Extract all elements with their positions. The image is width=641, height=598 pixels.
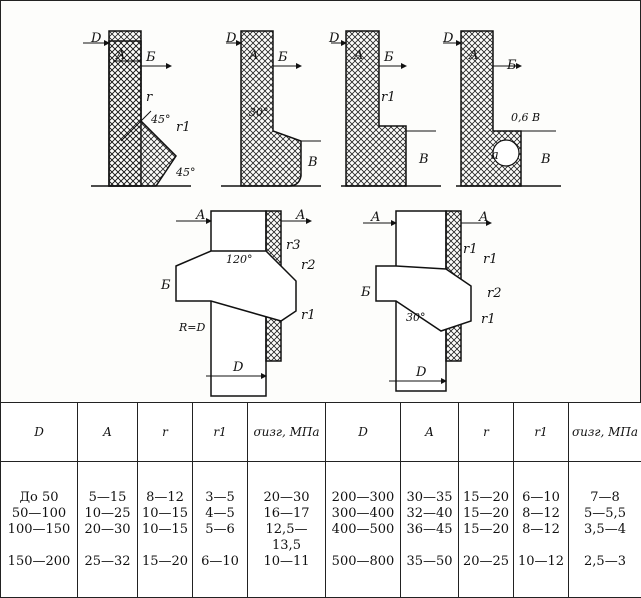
label-B: Б [506, 58, 517, 73]
header-r: r [137, 402, 193, 462]
cell-r1-right: 6—10 8—12 8—12 10—12 [513, 461, 569, 598]
header-D: D [0, 402, 78, 462]
label-A-left: A [370, 210, 380, 225]
figure-2: D A Б 30° В [221, 30, 321, 187]
label-V: В [540, 152, 551, 167]
label-r1: r1 [176, 120, 191, 135]
header-A: A [400, 402, 459, 462]
label-B: Б [277, 50, 288, 65]
label-A-right: A [295, 208, 305, 223]
dimensions-table: D A r r1 σизг, МПа D A r r1 σизг, МПа До… [0, 402, 641, 598]
label-A: A [248, 48, 258, 63]
label-30: 30° [249, 106, 269, 119]
label-V: В [307, 155, 318, 170]
label-V: В [418, 152, 429, 167]
figure-5: A A 120° r3 r2 r1 Б R=D D [160, 208, 316, 397]
cell-A-left: 5—15 10—25 20—30 25—32 [77, 461, 138, 598]
figure-4: D A Б 0,6 B a В [442, 30, 561, 187]
figure-3: D A Б r1 В [328, 30, 441, 187]
label-B: Б [360, 285, 371, 300]
cell-stress-right: 7—8 5—5,5 3,5—4 2,5—3 [568, 461, 641, 598]
header-stress: σизг, МПа [247, 402, 326, 462]
cell-r1-left: 3—5 4—5 5—6 6—10 [192, 461, 248, 598]
label-D: D [225, 31, 237, 46]
label-D: D [328, 31, 340, 46]
header-r1: r1 [513, 402, 569, 462]
label-D: D [415, 365, 427, 380]
label-A-right: A [478, 210, 488, 225]
label-30: 30° [406, 311, 426, 324]
header-stress: σизг, МПа [568, 402, 641, 462]
label-B: Б [160, 278, 171, 293]
cell-D-left: До 50 50—100 100—150 150—200 [0, 461, 78, 598]
label-A: A [115, 48, 125, 63]
label-A-left: A [195, 208, 205, 223]
label-r1: r1 [301, 308, 316, 323]
label-R-eq-D: R=D [178, 321, 205, 334]
label-45: 45° [150, 113, 171, 126]
label-B: Б [145, 50, 156, 65]
label-r1: r1 [381, 90, 396, 105]
figure-1: D A Б r 45° r1 45° [83, 30, 196, 187]
label-r1: r1 [463, 242, 478, 257]
label-r3: r3 [286, 238, 301, 253]
label-a: a [491, 148, 499, 163]
table-body-row: До 50 50—100 100—150 150—200 5—15 10—25 … [0, 461, 641, 598]
label-r2: r2 [487, 286, 502, 301]
header-D: D [325, 402, 401, 462]
table-header-row: D A r r1 σизг, МПа D A r r1 σизг, МПа [0, 402, 641, 462]
header-r: r [458, 402, 514, 462]
label-r: r [146, 90, 153, 105]
label-B: Б [383, 50, 394, 65]
label-45b: 45° [175, 166, 196, 179]
cell-r-left: 8—12 10—15 10—15 15—20 [137, 461, 193, 598]
label-D: D [442, 31, 454, 46]
label-r2: r2 [301, 258, 316, 273]
label-r1b: r1 [483, 252, 498, 267]
header-A: A [77, 402, 138, 462]
label-A: A [353, 48, 363, 63]
figure-area: D A Б r 45° r1 45° D A Б 30° В [0, 0, 641, 403]
label-r1c: r1 [481, 312, 496, 327]
label-A: A [468, 48, 478, 63]
cell-r-right: 15—20 15—20 15—20 20—25 [458, 461, 514, 598]
label-0-6B: 0,6 B [511, 111, 540, 124]
header-r1: r1 [192, 402, 248, 462]
weld-fillet-diagrams: D A Б r 45° r1 45° D A Б 30° В [83, 30, 561, 397]
figure-6: A A r1 r1 r2 r1 Б 30° D [360, 210, 502, 392]
label-120: 120° [226, 253, 253, 266]
label-D: D [90, 31, 102, 46]
cell-stress-left: 20—30 16—17 12,5— 13,5 10—11 [247, 461, 326, 598]
cell-A-right: 30—35 32—40 36—45 35—50 [400, 461, 459, 598]
cell-D-right: 200—300 300—400 400—500 500—800 [325, 461, 401, 598]
label-D: D [232, 360, 244, 375]
